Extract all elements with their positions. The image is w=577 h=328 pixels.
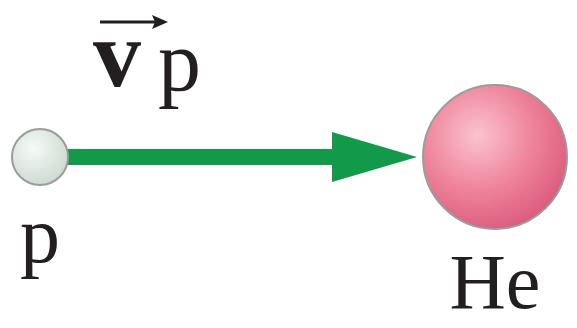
edge-layer <box>66 132 417 182</box>
particle-label: p <box>8 195 72 275</box>
helium-node: He <box>420 82 570 324</box>
particle-sphere <box>12 129 68 185</box>
particle-label: He <box>420 243 570 321</box>
particle-sphere <box>423 85 567 229</box>
proton-node: p <box>8 125 72 225</box>
sphere-outline <box>8 125 72 189</box>
velocity-subscript: p <box>158 18 201 104</box>
velocity-arrow <box>66 132 417 182</box>
sphere-outline <box>420 82 570 232</box>
velocity-symbol: v <box>93 6 141 102</box>
